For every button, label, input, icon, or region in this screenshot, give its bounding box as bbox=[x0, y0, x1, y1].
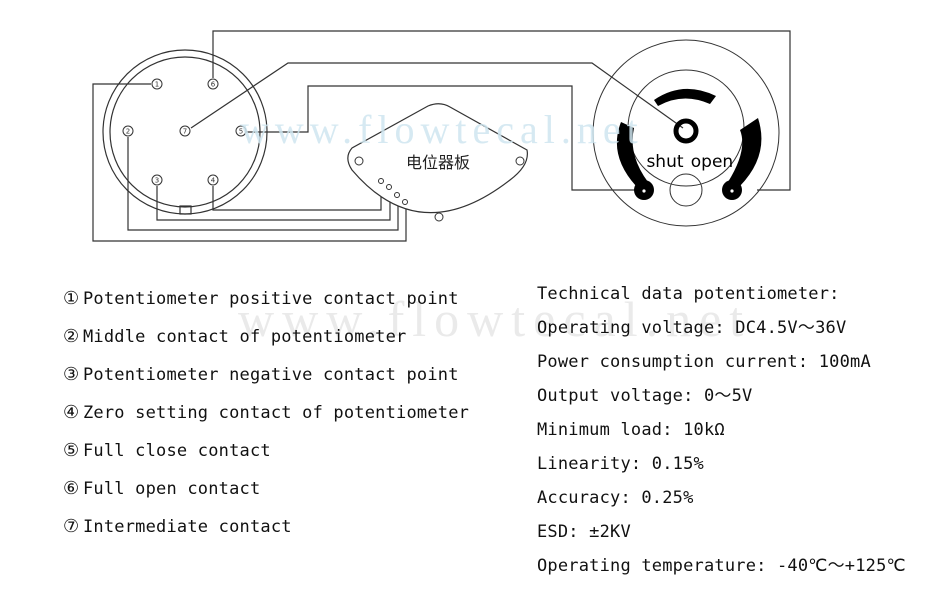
cam-shut-label: shut bbox=[646, 152, 683, 172]
board-mount-hole-right bbox=[515, 156, 525, 166]
legend-text: Full open contact bbox=[83, 479, 261, 499]
potentiometer-board bbox=[347, 103, 528, 214]
connector-key-notch bbox=[179, 205, 192, 215]
pin-4-icon bbox=[207, 174, 219, 186]
cam-outer-ring bbox=[592, 39, 780, 227]
technical-specs: Technical data potentiometer: Operating … bbox=[537, 281, 906, 587]
legend-text: Potentiometer positive contact point bbox=[83, 289, 459, 309]
wire-pin1 bbox=[92, 83, 407, 242]
pin-3-label: 3 bbox=[155, 177, 159, 185]
board-terminal-4 bbox=[378, 178, 384, 184]
legend-number: ⑤ bbox=[63, 440, 80, 461]
legend-number: ③ bbox=[63, 364, 80, 385]
spec-item: ESD: ±2KV bbox=[537, 522, 631, 542]
pin-5-icon bbox=[235, 125, 247, 137]
pin-5-label: 5 bbox=[239, 128, 243, 136]
pin-6-icon bbox=[207, 78, 219, 90]
spec-item: Operating voltage: DC4.5V～36V bbox=[537, 318, 847, 338]
wire-pin6 bbox=[212, 30, 791, 191]
spec-item: Minimum load: 10kΩ bbox=[537, 420, 725, 440]
wiring-diagram: 1 2 3 4 5 6 7 电位器板 shut open bbox=[92, 30, 791, 242]
legend-number: ⑥ bbox=[63, 478, 80, 499]
pin-4-label: 4 bbox=[211, 177, 216, 185]
board-label: 电位器板 bbox=[406, 153, 470, 172]
connector-pins bbox=[122, 78, 247, 186]
cam-right-arc bbox=[728, 118, 762, 186]
pin-2-icon bbox=[122, 125, 134, 137]
legend-text: Intermediate contact bbox=[83, 517, 292, 537]
board-mount-hole-bottom bbox=[434, 212, 444, 222]
legend-text: Full close contact bbox=[83, 441, 271, 461]
specs-title: Technical data potentiometer: bbox=[537, 284, 840, 304]
cam-left-arc bbox=[616, 122, 648, 186]
legend-number: ⑦ bbox=[63, 516, 80, 537]
spec-item: Linearity: 0.15% bbox=[537, 454, 704, 474]
cam-center-hub bbox=[673, 118, 699, 144]
pin-2-label: 2 bbox=[126, 128, 130, 136]
pin-7-label: 7 bbox=[183, 128, 187, 136]
cam-top-arc bbox=[654, 88, 716, 106]
spec-item: Output voltage: 0～5V bbox=[537, 386, 753, 406]
board-terminal-2 bbox=[394, 192, 400, 198]
legend-number: ② bbox=[63, 326, 80, 347]
legend-text: Middle contact of potentiometer bbox=[83, 327, 407, 347]
spec-item: Accuracy: 0.25% bbox=[537, 488, 694, 508]
cam-lower-hole bbox=[669, 173, 703, 207]
pin-7-icon bbox=[179, 125, 191, 137]
pin-1-label: 1 bbox=[155, 81, 159, 89]
board-terminal-3 bbox=[386, 184, 392, 190]
legend-number: ④ bbox=[63, 402, 80, 423]
wire-pin4 bbox=[212, 182, 382, 211]
board-mount-hole-left bbox=[354, 156, 364, 166]
spec-item: Operating temperature: -40℃～+125℃ bbox=[537, 556, 906, 576]
wire-pin3 bbox=[156, 186, 391, 221]
cam-open-label: open bbox=[691, 152, 733, 172]
board-terminal-1 bbox=[402, 199, 408, 205]
pin-3-icon bbox=[151, 174, 163, 186]
legend-text: Zero setting contact of potentiometer bbox=[83, 403, 470, 423]
wire-pin5 bbox=[246, 85, 640, 191]
legend-number: ① bbox=[63, 288, 80, 309]
legend-text: Potentiometer negative contact point bbox=[83, 365, 459, 385]
pin-6-label: 6 bbox=[211, 81, 216, 89]
pin-1-icon bbox=[151, 78, 163, 90]
wire-pin2 bbox=[127, 137, 399, 231]
spec-item: Power consumption current: 100mA bbox=[537, 352, 871, 372]
